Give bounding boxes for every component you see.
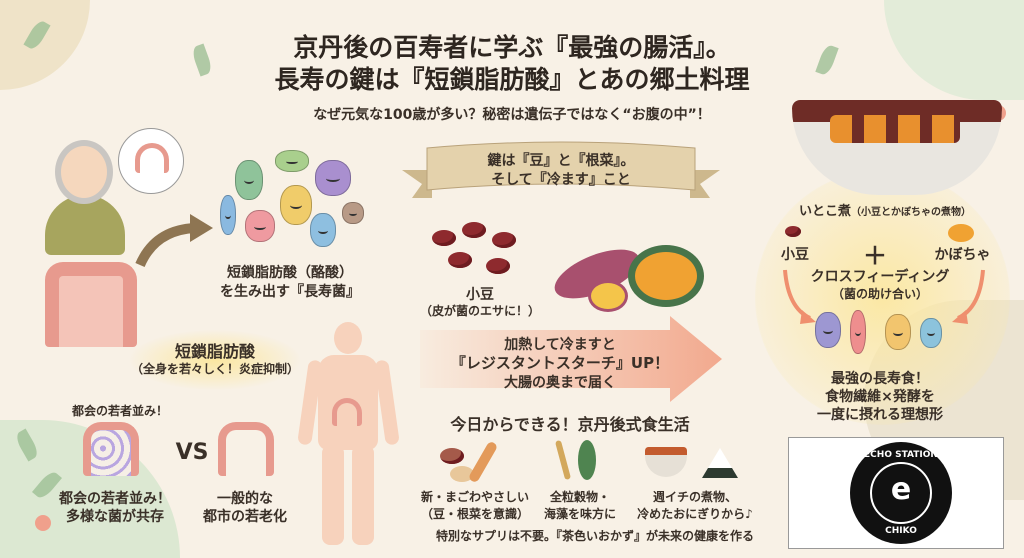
pumpkin-pieces bbox=[830, 115, 960, 143]
tip-3-line-2: 冷めたおにぎりから♪ bbox=[637, 507, 753, 521]
itokoni-label: いとこ煮（小豆とかぼちゃの煮物） bbox=[760, 200, 1010, 219]
tip-2-line-2: 海藻を味方に bbox=[543, 507, 616, 521]
logo-mark: e bbox=[890, 472, 912, 507]
tip-3-line-1: 週イチの煮物、 bbox=[652, 490, 737, 504]
bacteria-caption-2: を生み出す『長寿菌』 bbox=[220, 284, 360, 300]
scfa-title: 短鎖脂肪酸 bbox=[174, 342, 255, 361]
right-kabocha-label: かぼちゃ bbox=[934, 247, 991, 263]
plus-sign: ＋ bbox=[863, 242, 887, 270]
footer-note: 特別なサプリは不要。『茶色いおかず』が未来の健康を作る bbox=[435, 529, 754, 543]
sweet-potato-slice bbox=[588, 280, 628, 312]
azuki-icon bbox=[785, 226, 801, 237]
echo-station-logo: ECHO STATION CHIKO e bbox=[850, 442, 952, 544]
intestine-icon bbox=[135, 143, 169, 173]
crossfeeding-sub: （菌の助け合い） bbox=[831, 287, 928, 301]
subtitle: なぜ元気な100歳が多い？秘密は遺伝子ではなく“お腹の中”！ bbox=[313, 107, 711, 123]
arrow-text-1: 加熱して冷ますと bbox=[504, 337, 616, 353]
left-curved-arrow bbox=[780, 268, 820, 332]
arrow-to-bacteria bbox=[135, 210, 215, 274]
itokoni-name: いとこ煮 bbox=[798, 204, 851, 219]
right-curved-arrow bbox=[948, 268, 988, 332]
vs-label: VS bbox=[175, 440, 209, 465]
crossfeeding-label: クロスフィーディング bbox=[810, 269, 950, 285]
title-line-2: 長寿の鍵は『短鎖脂肪酸』とあの郷土料理 bbox=[274, 65, 750, 94]
arrow-text-2: 『レジスタントスターチ』UP！ bbox=[450, 354, 670, 372]
compare-right-2: 都市の若老化 bbox=[203, 509, 287, 525]
tip-1-line-1: 新・まごわやさしい bbox=[420, 490, 529, 504]
right-glow bbox=[755, 170, 1010, 425]
title-line-1: 京丹後の百寿者に学ぶ『最強の腸活』。 bbox=[293, 33, 731, 62]
itokoni-sub: （小豆とかぼちゃの煮物） bbox=[851, 207, 971, 218]
result-line-2: 食物繊維×発酵を bbox=[825, 389, 935, 405]
scfa-subtitle: （全身を若々しく！炎症抑制） bbox=[130, 362, 299, 376]
compare-left-1: 都会の若者並み！ bbox=[59, 491, 171, 507]
compare-left-2: 多様な菌が共存 bbox=[66, 509, 164, 525]
daily-title: 今日からできる！京丹後式食生活 bbox=[450, 415, 690, 434]
compare-right-1: 一般的な bbox=[217, 491, 273, 507]
result-line-1: 最強の長寿食！ bbox=[831, 371, 929, 387]
banner-line-2: そして『冷ます』こと bbox=[491, 172, 631, 188]
diverse-intestine-icon bbox=[83, 422, 139, 476]
pumpkin-illustration bbox=[628, 245, 704, 307]
scfa-glow bbox=[130, 330, 300, 390]
logo-top-text: ECHO STATION bbox=[864, 450, 938, 460]
tip-2-line-1: 全粒穀物・ bbox=[549, 490, 610, 504]
azuki-sublabel: （皮が菌のエサに！） bbox=[420, 304, 541, 318]
arrow-text-3: 大腸の奥まで届く bbox=[504, 375, 616, 391]
ribbon-banner bbox=[402, 140, 720, 202]
compare-tag: 都会の若者並み！ bbox=[71, 404, 168, 418]
intestine-illustration bbox=[45, 262, 137, 347]
logo-bottom-text: CHIKO bbox=[885, 526, 917, 536]
tip-1-line-2: （豆・根菜を意識） bbox=[420, 507, 529, 521]
pumpkin-icon bbox=[948, 224, 974, 242]
right-azuki-label: 小豆 bbox=[781, 247, 809, 263]
resistant-starch-arrow bbox=[420, 316, 722, 402]
banner-line-1: 鍵は『豆』と『根菜』。 bbox=[487, 153, 635, 169]
result-line-3: 一度に摂れる理想形 bbox=[817, 407, 943, 423]
bacteria-caption-1: 短鎖脂肪酸（酪酸） bbox=[227, 265, 353, 281]
flower-icon bbox=[35, 515, 51, 531]
typical-intestine-icon bbox=[218, 422, 274, 476]
azuki-label: 小豆 bbox=[466, 287, 494, 303]
